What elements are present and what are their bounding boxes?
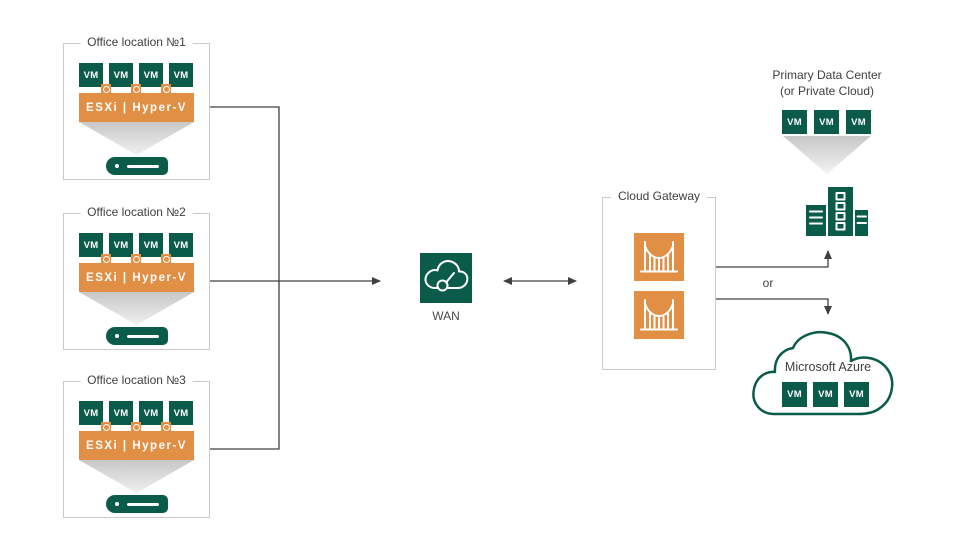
- vm-connector-icon: [161, 84, 171, 94]
- backup-appliance-icon: [105, 157, 168, 175]
- gateway-to-dc-connector: [714, 250, 832, 268]
- azure-title: Microsoft Azure: [784, 360, 872, 374]
- vm-icon: VM: [109, 233, 133, 257]
- dc-vm-row: VM VM VM: [782, 110, 871, 134]
- vm-icon: VM: [814, 110, 839, 134]
- office-title: Office location №1: [80, 35, 193, 49]
- gateway-to-azure-connector: [714, 298, 832, 315]
- vm-row: VM VM VM VM: [79, 233, 193, 257]
- vm-icon: VM: [169, 63, 193, 87]
- vm-row: VM VM VM VM: [79, 401, 193, 425]
- vm-connector-icon: [101, 84, 111, 94]
- vm-connector-icon: [101, 254, 111, 264]
- hypervisor-bar: ESXi | Hyper-V: [79, 431, 194, 460]
- vm-connector-icon: [131, 422, 141, 432]
- vm-connector-icon: [161, 422, 171, 432]
- backup-appliance-icon: [105, 495, 168, 513]
- office-box-2: Office location №2 VM VM VM VM ESXi | Hy…: [63, 205, 210, 350]
- primary-dc-title: Primary Data Center (or Private Cloud): [742, 68, 912, 99]
- wan-label: WAN: [432, 309, 460, 323]
- vm-icon: VM: [139, 63, 163, 87]
- office-title: Office location №3: [80, 373, 193, 387]
- vm-icon: VM: [169, 233, 193, 257]
- primary-dc-title-line1: Primary Data Center: [772, 68, 882, 82]
- hypervisor-bar: ESXi | Hyper-V: [79, 93, 194, 122]
- vm-icon: VM: [79, 401, 103, 425]
- vm-icon: VM: [79, 63, 103, 87]
- cloud-gateway-box: Cloud Gateway: [602, 189, 716, 370]
- funnel-shape: [79, 460, 194, 493]
- vm-icon: VM: [782, 382, 807, 407]
- vm-icon: VM: [813, 382, 838, 407]
- funnel-shape: [79, 292, 194, 325]
- gateway-bridge-icon: [634, 291, 684, 339]
- cloud-gateway-title: Cloud Gateway: [610, 189, 708, 203]
- gateway-bridge-icon: [634, 233, 684, 281]
- office-box-1: Office location №1 VM VM VM VM ESXi | Hy…: [63, 35, 210, 180]
- vm-icon: VM: [79, 233, 103, 257]
- office-box-3: Office location №3 VM VM VM VM ESXi | Hy…: [63, 373, 210, 518]
- office-bus-line: [208, 106, 280, 450]
- vm-icon: VM: [139, 233, 163, 257]
- azure-vm-row: VM VM VM: [782, 382, 869, 407]
- vm-icon: VM: [844, 382, 869, 407]
- vm-icon: VM: [846, 110, 871, 134]
- backup-appliance-icon: [105, 327, 168, 345]
- office-title: Office location №2: [80, 205, 193, 219]
- vm-icon: VM: [109, 63, 133, 87]
- hypervisor-bar: ESXi | Hyper-V: [79, 263, 194, 292]
- vm-connector-icon: [131, 84, 141, 94]
- funnel-shape: [79, 122, 194, 155]
- azure-cloud-icon: [748, 328, 908, 430]
- vm-connector-icon: [131, 254, 141, 264]
- vm-icon: VM: [139, 401, 163, 425]
- vm-connector-icon: [161, 254, 171, 264]
- vm-connector-icon: [101, 422, 111, 432]
- vm-icon: VM: [169, 401, 193, 425]
- or-label: or: [762, 276, 774, 290]
- vm-icon: VM: [782, 110, 807, 134]
- wan-icon: [420, 253, 472, 303]
- vm-icon: VM: [109, 401, 133, 425]
- datacenter-icon: [804, 185, 870, 242]
- primary-dc-title-line2: (or Private Cloud): [779, 83, 875, 98]
- vm-row: VM VM VM VM: [79, 63, 193, 87]
